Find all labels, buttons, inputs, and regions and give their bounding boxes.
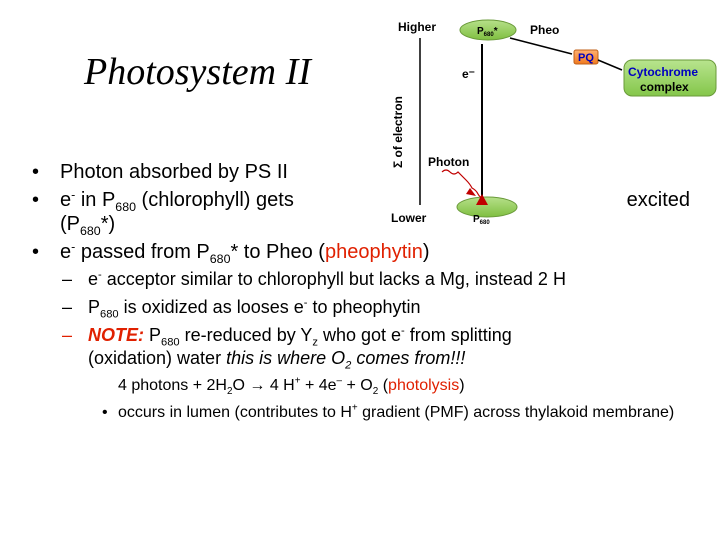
bullet-dot: • — [32, 161, 40, 183]
pq-to-cytochrome-arrow — [597, 59, 623, 71]
photolysis-term: photolysis — [388, 377, 460, 394]
p680-excited-oval — [459, 19, 517, 41]
slide-title: Photosystem II — [84, 51, 311, 93]
bullet-list: • Photon absorbed by PS II • e- in P680 … — [30, 160, 690, 427]
photolysis-equation: 4 photons + 2H2O → 4 H+ + 4e– + O2 (phot… — [118, 375, 465, 398]
axis-label: Σ of electron — [391, 96, 405, 168]
note-label: NOTE: — [88, 325, 144, 345]
lower-label: Lower — [391, 211, 427, 225]
cytochrome-label-1: Cytochrome — [628, 65, 698, 79]
photon-label: Photon — [428, 155, 469, 169]
pheo-to-pq-arrow — [509, 37, 573, 55]
bullet-dot: • — [32, 241, 40, 263]
bullet-dot: • — [32, 189, 40, 211]
dash-marker: – — [62, 297, 73, 317]
cytochrome-box — [623, 59, 717, 97]
photon-wave — [441, 169, 485, 199]
electron-label: e⁻ — [462, 67, 475, 81]
excited-word: excited — [626, 189, 690, 211]
p680-red-marker — [476, 194, 488, 205]
dash-marker: – — [62, 269, 73, 289]
p680-ground-oval — [456, 196, 518, 218]
sub-bullet-lumen: • occurs in lumen (contributes to H+ gra… — [102, 402, 675, 421]
bullet-excited: • e- in P680 (chlorophyll) gets excited … — [32, 187, 690, 238]
p680-ground-label: P680 — [473, 214, 490, 226]
sub-bullet-note: – NOTE: P680 re-reduced by Yz who got e-… — [62, 325, 512, 372]
photon-arrowhead — [466, 188, 476, 196]
sub-bullet-acceptor: – e- acceptor similar to chlorophyll but… — [62, 269, 566, 289]
photosystem-diagram: Higher Lower Σ of electron P680 P680* Ph… — [391, 19, 717, 226]
pq-label: PQ — [578, 52, 594, 64]
pq-box — [573, 49, 599, 65]
cytochrome-label-2: complex — [640, 80, 689, 94]
dash-marker: – — [62, 325, 73, 345]
bullet-dot: • — [102, 404, 108, 421]
pheo-label: Pheo — [530, 23, 559, 37]
sub-bullet-oxidized: – P680 is oxidized as looses e- to pheop… — [62, 297, 421, 321]
p680-excited-label: P680* — [477, 26, 498, 38]
pheophytin-term: pheophytin — [324, 241, 423, 263]
higher-label: Higher — [398, 20, 436, 34]
bullet-photon-absorbed: • Photon absorbed by PS II — [32, 161, 288, 183]
bullet-passed-to-pheo: • e- passed from P680* to Pheo (pheophyt… — [32, 239, 430, 266]
